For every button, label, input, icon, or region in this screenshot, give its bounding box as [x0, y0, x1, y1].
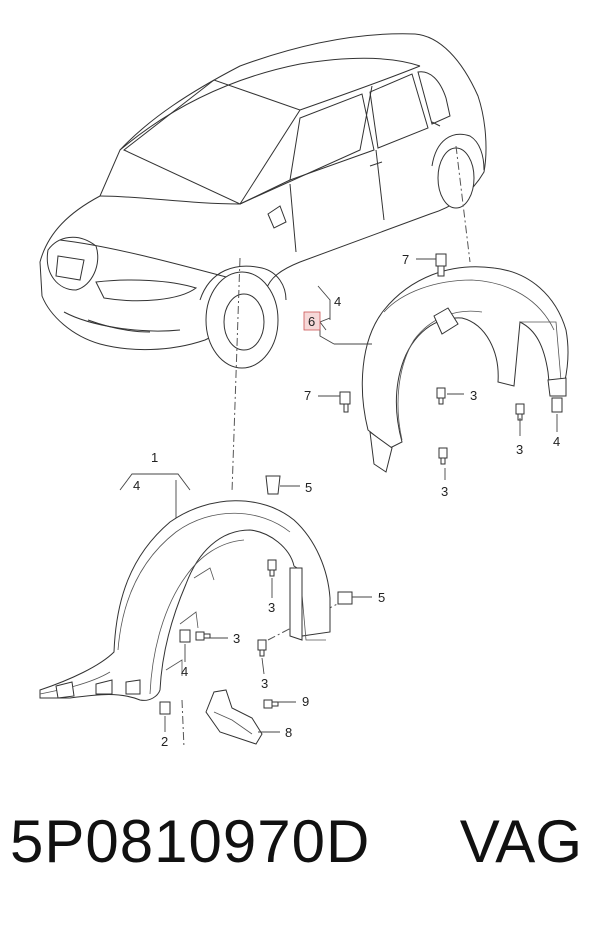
- callout-3-rear-right: 3: [516, 442, 523, 457]
- brand-label: VAG: [459, 808, 582, 875]
- callout-1: 1: [151, 450, 158, 465]
- rear-wheel-housing-liner: [361, 266, 569, 473]
- callout-4-bracket: 4: [133, 478, 140, 493]
- front-wheel-housing-liner: [39, 500, 331, 701]
- callout-5-top: 5: [305, 480, 312, 495]
- car-illustration: [39, 33, 487, 369]
- callout-6-highlight: [303, 311, 321, 331]
- callout-3-rear-bottom: 3: [441, 484, 448, 499]
- fasteners: [159, 253, 563, 715]
- callout-8: 8: [285, 725, 292, 740]
- clip-reference-line: [181, 699, 185, 749]
- callout-3-front-left: 3: [233, 631, 240, 646]
- callout-9: 9: [302, 694, 309, 709]
- callout-3-front-lower: 3: [261, 676, 268, 691]
- callout-7-left: 7: [304, 388, 311, 403]
- front-wheel-reference-line: [231, 257, 241, 493]
- callout-5-right: 5: [378, 590, 385, 605]
- part-number: 5P0810970D: [10, 808, 371, 875]
- callout-4-front-left: 4: [181, 664, 188, 679]
- rear-wheel-reference-line: [455, 145, 471, 263]
- callout-3-rear-mid: 3: [470, 388, 477, 403]
- callout-4-rear-right: 4: [553, 434, 560, 449]
- callout-3-front-mid: 3: [268, 600, 275, 615]
- callout-6: 6: [308, 314, 315, 329]
- callout-4-upper: 4: [334, 294, 341, 309]
- callout-2: 2: [161, 734, 168, 749]
- parts-diagram: 7 4 6 7 3 3 4 3 1 4 5 3 5 3 4 3 9 8 2: [39, 33, 569, 749]
- mud-flap-part: [205, 689, 263, 745]
- callout-7-top: 7: [402, 252, 409, 267]
